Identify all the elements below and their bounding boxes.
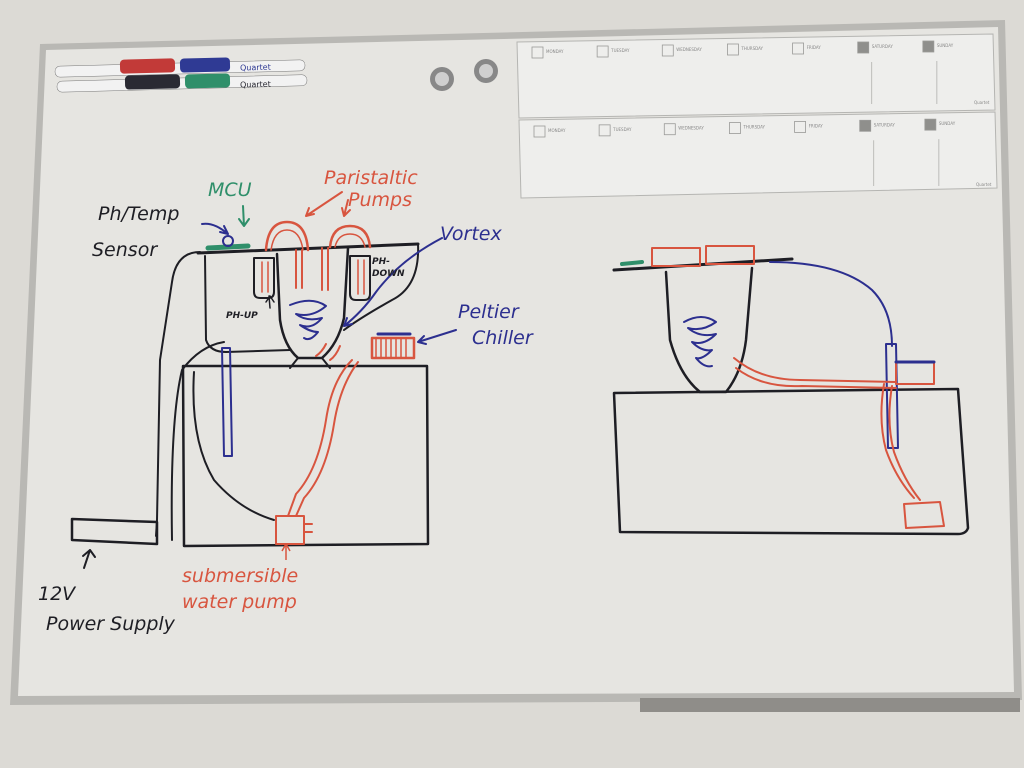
vortex-coil bbox=[289, 299, 327, 341]
planner-day-box bbox=[859, 119, 872, 132]
peltier-label-line2: Chiller bbox=[472, 327, 534, 349]
planner-day-box bbox=[531, 46, 544, 59]
marker-set: Quartet Quartet bbox=[54, 57, 308, 93]
planner-day-box bbox=[857, 41, 870, 54]
ph-down-label-line2: DOWN bbox=[372, 269, 405, 279]
planner-day-label: FRIDAY bbox=[807, 45, 822, 50]
planner-day-box bbox=[792, 42, 804, 55]
ph-down-label-line1: PH- bbox=[372, 257, 390, 267]
planner-day-label: WEDNESDAY bbox=[676, 47, 702, 52]
planner-day-box bbox=[533, 125, 546, 138]
psu-label-line1: 12V bbox=[38, 583, 77, 605]
planner-day-label: SATURDAY bbox=[874, 122, 896, 127]
planner-day-label: SATURDAY bbox=[872, 44, 894, 49]
marker-icon: Quartet bbox=[54, 57, 306, 78]
vortex-coil-right bbox=[683, 316, 717, 368]
planner-day-box bbox=[663, 123, 676, 136]
planner-day-box bbox=[729, 122, 741, 134]
peristaltic-pump-1 bbox=[264, 220, 310, 252]
peltier-label-line1: Peltier bbox=[458, 301, 520, 323]
planner-day-label: MONDAY bbox=[548, 128, 566, 133]
planner-day-label: THURSDAY bbox=[740, 46, 763, 51]
planner-day-label: TUESDAY bbox=[610, 48, 630, 53]
planner-day-label: TUESDAY bbox=[612, 127, 632, 132]
planner-day-box bbox=[661, 44, 674, 57]
ph-up-label: PH-UP bbox=[226, 311, 258, 321]
peristaltic-pump-right-2 bbox=[705, 245, 755, 265]
marker-icon: Quartet bbox=[56, 73, 308, 93]
planner-day-box bbox=[598, 124, 611, 137]
magnet-icon bbox=[474, 59, 498, 83]
planner-day-label: THURSDAY bbox=[742, 125, 765, 130]
reservoir-tank-right bbox=[612, 387, 970, 536]
planner-day-box bbox=[794, 121, 806, 133]
right-system-diagram bbox=[612, 245, 970, 536]
submersible-pump bbox=[275, 515, 305, 545]
sub-pump-label-line1: submersible bbox=[182, 565, 298, 587]
planner-brand: Quartet bbox=[974, 100, 990, 105]
magnet-icon bbox=[430, 67, 454, 91]
power-supply bbox=[70, 517, 159, 546]
planner-day-box bbox=[727, 43, 739, 56]
sub-pump-label-line2: water pump bbox=[182, 591, 297, 613]
power-wiring bbox=[155, 251, 201, 537]
planner-day-label: FRIDAY bbox=[809, 123, 824, 128]
planner-day-label: WEDNESDAY bbox=[678, 126, 704, 131]
weekly-planner-top: MONDAY TUESDAY WEDNESDAY THURSDAY FRIDAY SATU… bbox=[516, 33, 996, 119]
planner-day-box bbox=[924, 118, 937, 131]
ph-down-bottle bbox=[349, 255, 371, 301]
ph-temp-sensor-probe bbox=[221, 347, 233, 457]
diagram-labels: MCU Paristaltic Pumps Ph/Temp Sensor Vor… bbox=[38, 167, 534, 635]
peltier-chiller bbox=[370, 332, 416, 360]
sensor-label-line2: Sensor bbox=[92, 239, 158, 261]
submersible-pump-right bbox=[903, 501, 945, 529]
peristaltic-pump-2 bbox=[328, 224, 372, 249]
top-shelf-right bbox=[612, 257, 794, 272]
left-system-diagram bbox=[70, 191, 457, 569]
pumps-label-line1: Paristaltic bbox=[324, 167, 418, 189]
weekly-planner-bottom: MONDAY TUESDAY WEDNESDAY THURSDAY FRIDAY SATU… bbox=[518, 111, 998, 199]
pump-tubing bbox=[287, 359, 359, 517]
sensor-label-line1: Ph/Temp bbox=[98, 203, 179, 225]
marker-brand-1: Quartet bbox=[240, 63, 271, 73]
planner-day-label: SUNDAY bbox=[937, 43, 954, 48]
planner-day-box bbox=[922, 40, 935, 53]
vortex-label: Vortex bbox=[440, 223, 502, 245]
mcu-label: MCU bbox=[208, 179, 252, 201]
planner-brand: Quartet bbox=[976, 182, 992, 187]
vortex-funnel-right bbox=[664, 266, 754, 394]
marker-brand-2: Quartet bbox=[240, 80, 271, 90]
vortex-funnel bbox=[275, 246, 350, 360]
planner-day-label: SUNDAY bbox=[939, 121, 956, 126]
planner-day-label: MONDAY bbox=[546, 49, 564, 54]
pumps-label-line2: Pumps bbox=[348, 189, 412, 211]
planner-day-box bbox=[596, 45, 609, 58]
psu-label-line2: Power Supply bbox=[46, 613, 176, 635]
peristaltic-pump-right-1 bbox=[651, 247, 701, 267]
